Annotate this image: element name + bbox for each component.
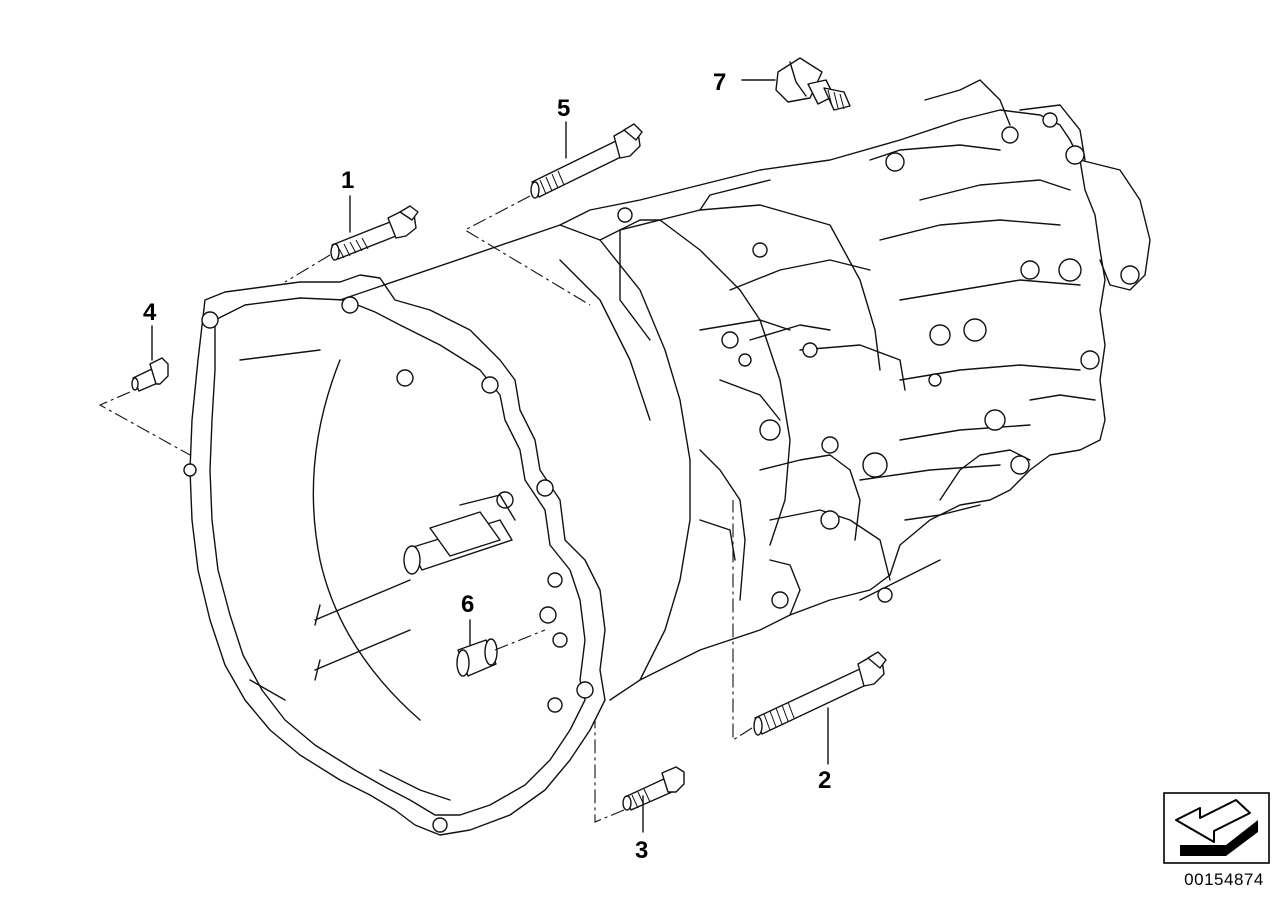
bell-housing-flange xyxy=(183,274,606,836)
input-shaft xyxy=(314,494,516,681)
orientation-marker xyxy=(1163,792,1270,864)
callout-labels: 1 2 3 4 5 6 7 xyxy=(143,69,831,864)
arrow-left-down-icon xyxy=(1175,799,1258,856)
part-1-bolt xyxy=(330,205,419,261)
part-5-stud xyxy=(530,123,643,199)
diagram-id: 00154874 xyxy=(1184,870,1264,889)
case-bosses xyxy=(617,112,1140,609)
callout-1: 1 xyxy=(341,167,354,194)
callout-6: 6 xyxy=(461,591,474,618)
leader-lines xyxy=(98,79,829,833)
part-3-bolt xyxy=(622,766,685,811)
callout-3: 3 xyxy=(635,837,648,864)
callout-5: 5 xyxy=(557,95,570,122)
transmission-case-body xyxy=(339,79,1151,701)
callout-2: 2 xyxy=(818,767,831,794)
part-4-bolt xyxy=(131,357,169,392)
callout-4: 4 xyxy=(143,299,157,326)
part-2-bolt xyxy=(753,651,887,736)
part-6-dowel-sleeve xyxy=(456,638,498,677)
callout-7: 7 xyxy=(713,69,726,96)
part-7-sensor-switch xyxy=(775,57,851,111)
